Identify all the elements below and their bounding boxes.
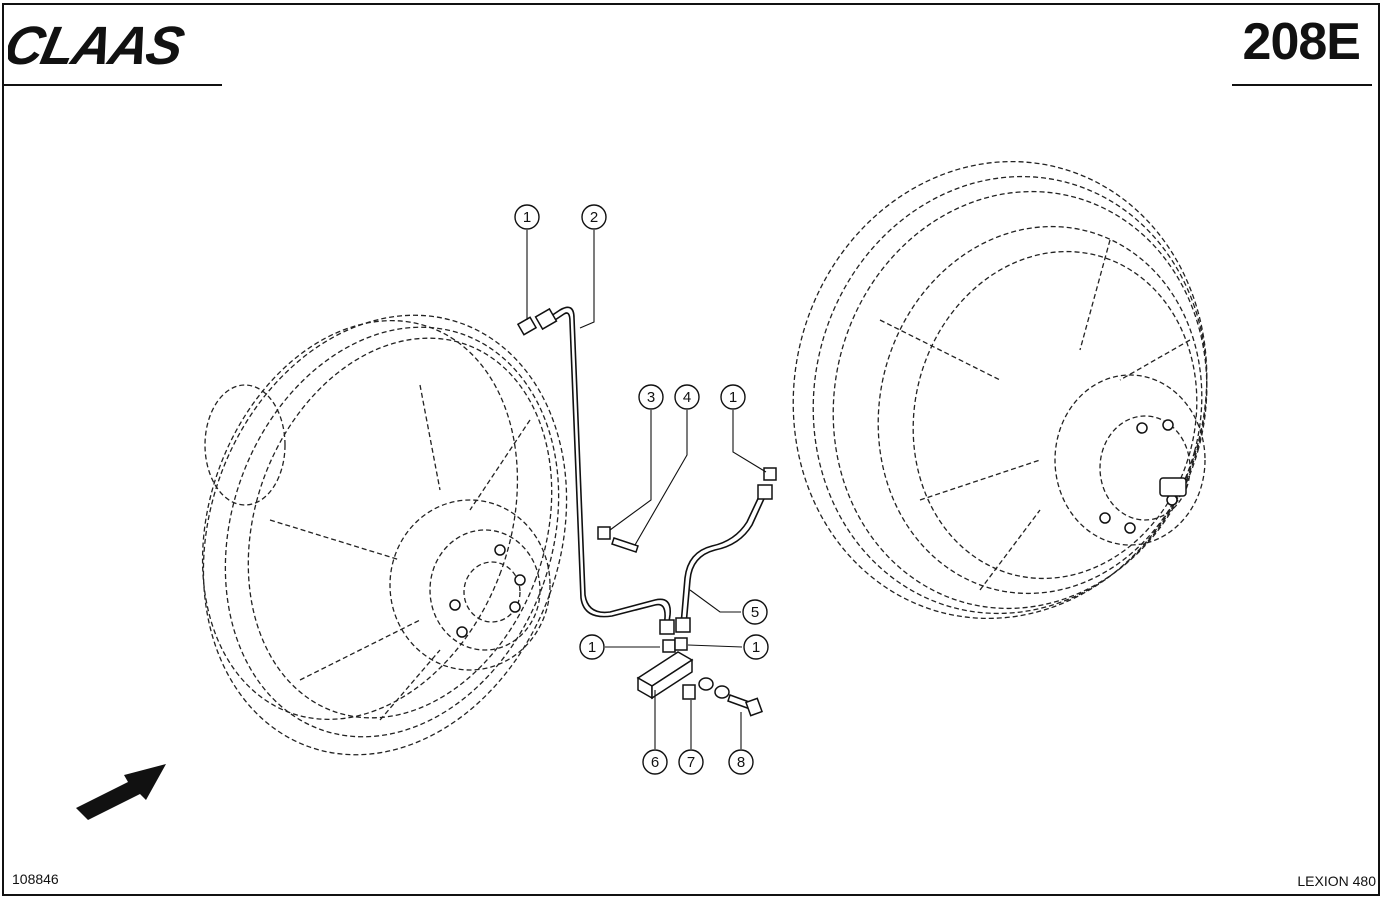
svg-text:4: 4: [683, 389, 691, 406]
model-name: LEXION 480: [1297, 873, 1376, 889]
brake-line-2: [547, 306, 672, 629]
right-wheel: [792, 160, 1208, 620]
callout-1-lower-right: 1: [743, 634, 769, 660]
callout-5: 5: [742, 599, 768, 625]
svg-text:5: 5: [751, 604, 759, 621]
distributor-block: [636, 651, 694, 700]
svg-text:1: 1: [588, 639, 596, 656]
drawing-frame: [2, 3, 1380, 896]
svg-text:CLAAS: CLAAS: [8, 16, 189, 72]
svg-text:8: 8: [737, 754, 745, 771]
screw-washer-bolt: [682, 677, 763, 717]
page-code: 208E: [1242, 13, 1361, 71]
callout-6: 6: [642, 749, 668, 775]
callout-2: 2: [581, 204, 607, 230]
callout-1-right: 1: [720, 384, 746, 410]
brake-line-5: [680, 487, 769, 626]
svg-text:3: 3: [647, 389, 655, 406]
svg-text:7: 7: [687, 754, 695, 771]
callout-1-lower-left: 1: [579, 634, 605, 660]
left-wheel: [201, 314, 568, 756]
svg-text:1: 1: [729, 389, 737, 406]
svg-text:1: 1: [752, 639, 760, 656]
forward-arrow-icon: [76, 764, 166, 820]
drawing-number: 108846: [12, 871, 59, 887]
fittings: [516, 307, 777, 653]
callout-7: 7: [678, 749, 704, 775]
svg-text:2: 2: [590, 209, 598, 226]
brand-logo: CLAAS: [8, 16, 189, 72]
callout-3: 3: [638, 384, 664, 410]
svg-text:6: 6: [651, 754, 659, 771]
header-rule-right: [1232, 84, 1372, 86]
leaders: [526, 230, 767, 749]
callout-8: 8: [728, 749, 754, 775]
svg-text:1: 1: [523, 209, 531, 226]
callout-4: 4: [674, 384, 700, 410]
header-rule-left: [2, 84, 222, 86]
callout-1-top-left: 1: [514, 204, 540, 230]
